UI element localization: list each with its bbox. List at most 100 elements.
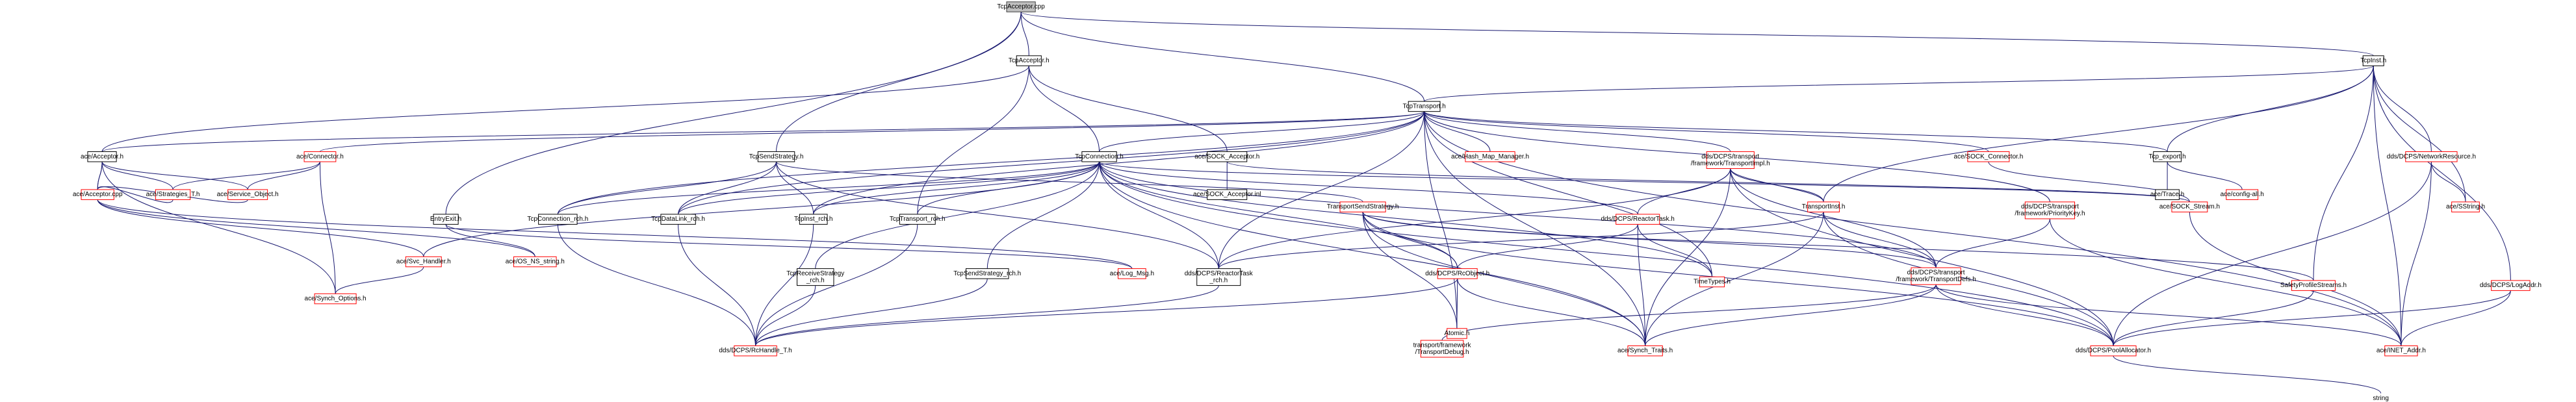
- node-ace-config-all-h[interactable]: ace/config-all.h: [2221, 189, 2264, 200]
- node-label: dds/DCPS/ReactorTask: [1185, 270, 1254, 277]
- node-ace-inet-addr-h[interactable]: ace/INET_Addr.h: [2376, 345, 2426, 357]
- edge-tcpsendstrategy_h-to-tcpinst_rch_h: [776, 162, 814, 214]
- node-ace-acceptor-cpp[interactable]: ace/Acceptor.cpp: [73, 189, 123, 200]
- edge-ace_acceptor_h-to-ace_synch_options_h: [101, 162, 336, 294]
- edge-tcpsendstrategy_h-to-tcpdatalink_rch_h: [678, 162, 777, 214]
- edge-tcpconnection_h-to-timetypes_h: [1099, 162, 1713, 277]
- edge-transportinst_h-to-ace_synch_traits_h: [1645, 212, 1824, 346]
- node-box: [1118, 268, 1146, 279]
- node-box: [1967, 151, 2010, 162]
- node-networkresource-h[interactable]: dds/DCPS/NetworkResource.h: [2387, 151, 2476, 162]
- node-ace-hash-map-manager-h[interactable]: ace/Hash_Map_Manager.h: [1451, 151, 1529, 162]
- node-rcobject-h[interactable]: dds/DCPS/RcObject.h: [1425, 268, 1489, 279]
- node-reactortask-rch-h[interactable]: dds/DCPS/ReactorTask_rch.h: [1185, 268, 1254, 286]
- node-ace-os-ns-string-h[interactable]: ace/OS_NS_string.h: [506, 256, 565, 268]
- node-tcptransport-h[interactable]: TcpTransport.h: [1402, 101, 1446, 112]
- edge-transportimpl_h-to-ace_synch_traits_h: [1645, 168, 1731, 346]
- node-label: TransportSendStrategy.h: [1327, 203, 1399, 210]
- node-rchandle-t-h[interactable]: dds/DCPS/RcHandle_T.h: [719, 345, 792, 357]
- node-transportsendstrategy-h[interactable]: TransportSendStrategy.h: [1327, 201, 1399, 212]
- node-label: ace/Synch_Options.h: [305, 295, 367, 303]
- node-ace-synch-options-h[interactable]: ace/Synch_Options.h: [305, 293, 367, 305]
- edge-tcptransport_h-to-ace_synch_traits_h: [1424, 111, 1646, 346]
- node-label: /framework/PriorityKey.h: [2015, 210, 2085, 218]
- node-ace-sock-connector-h[interactable]: ace/SOCK_Connector.h: [1954, 151, 2024, 162]
- node-tcpconnection-h[interactable]: TcpConnection.h: [1075, 151, 1124, 162]
- node-timetypes-h[interactable]: TimeTypes.h: [1694, 276, 1731, 288]
- node-tcpreceivestrategy-rch-h[interactable]: TcpReceiveStrategy_rch.h: [786, 268, 844, 286]
- node-ace-sstring-h[interactable]: ace/SString.h: [2446, 201, 2485, 212]
- edge-transportinst_h-to-transportimpl_h: [1730, 168, 1824, 203]
- edge-ace_acceptor_cpp-to-ace_log_msg_h: [97, 199, 1133, 269]
- node-box: [2226, 189, 2259, 200]
- node-box: [87, 151, 117, 162]
- node-pooallocator-h[interactable]: dds/DCPS/PoolAllocator.h: [2076, 345, 2151, 357]
- node-label: dds/DCPS/transport: [1907, 269, 1965, 276]
- node-tcpsendstrategy-rch-h[interactable]: TcpSendStrategy_rch.h: [953, 268, 1021, 279]
- edge-networkresource_h-to-ace_inet_addr_h: [2401, 162, 2432, 346]
- node-box: [757, 151, 795, 162]
- node-label: ace/Synch_Traits.h: [1617, 347, 1673, 355]
- node-tcpacceptor-h[interactable]: TcpAcceptor.h: [1009, 55, 1050, 66]
- node-tcpinst-h[interactable]: TcpInst.h: [2360, 55, 2386, 66]
- node-label: TimeTypes.h: [1694, 279, 1731, 286]
- node-ace-strategies-t-h[interactable]: ace/Strategies_T.h: [146, 189, 200, 200]
- edge-ace_svc_handler_h-to-ace_synch_options_h: [335, 266, 424, 294]
- node-box: [1807, 201, 1840, 212]
- node-tcptransport-rch-h[interactable]: TcpTransport_rch.h: [890, 214, 946, 225]
- edge-reactortask_h-to-ace_synch_traits_h: [1637, 224, 1646, 346]
- node-tcpdatalink-rch-h[interactable]: TcpDataLink_rch.h: [651, 214, 705, 225]
- node-tcpacceptor-cpp[interactable]: TcpAcceptor.cpp: [997, 1, 1045, 12]
- node-ace-acceptor-h[interactable]: ace/Acceptor.h: [81, 151, 123, 162]
- node-box: [538, 214, 578, 225]
- node-prioritykey-h[interactable]: dds/DCPS/transport/framework/PriorityKey…: [2015, 201, 2085, 220]
- node-string[interactable]: string: [2371, 394, 2390, 402]
- node-tcpconnection-rch-h[interactable]: TcpConnection_rch.h: [527, 214, 588, 225]
- edge-reactortask_h-to-timetypes_h: [1637, 224, 1713, 277]
- node-label: TcpInst_rch.h: [794, 216, 832, 223]
- node-tcpinst-rch-h[interactable]: TcpInst_rch.h: [794, 214, 832, 225]
- node-atomic-h[interactable]: Atomic.h: [1444, 328, 1469, 339]
- edge-tcptransport_h-to-tcpinst_rch_h: [813, 111, 1425, 214]
- node-ace-connector-h[interactable]: ace/Connector.h: [296, 151, 344, 162]
- edge-tcpconnection_h-to-transportdefs_h: [1099, 162, 1937, 268]
- edge-tcpacceptor_h-to-tcpconnection_h: [1028, 66, 1100, 152]
- node-box: [1081, 151, 1117, 162]
- node-tcp-export-h[interactable]: Tcp_export.h: [2148, 151, 2186, 162]
- node-label: ace/Trace.h: [2150, 191, 2184, 198]
- edge-transportimpl_h-to-reactortask_rch_h: [1218, 168, 1731, 269]
- node-ace-service-object-h[interactable]: ace/Service_Object.h: [217, 189, 279, 200]
- node-label: ace/Strategies_T.h: [146, 191, 200, 198]
- node-box: [2405, 151, 2458, 162]
- node-box: [513, 256, 557, 268]
- node-tcpsendstrategy-h[interactable]: TcpSendStrategy.h: [749, 151, 804, 162]
- node-transportdebug-h[interactable]: transport/framework/TransportDebug.h: [1413, 340, 1472, 358]
- edge-ace_acceptor_h-to-ace_strategies_t_h: [101, 161, 174, 190]
- node-box: [1006, 1, 1036, 12]
- node-transportimpl-h[interactable]: dds/DCPS/transport/framework/TransportIm…: [1691, 151, 1770, 170]
- edge-tcpconnection_h-to-ace_svc_handler_h: [423, 162, 1100, 257]
- node-safetyprofilestreams-h[interactable]: SafetyProfileStreams.h: [2280, 280, 2347, 291]
- node-box: [966, 268, 1009, 279]
- node-ace-sock-acceptor-h[interactable]: ace/SOCK_Acceptor.h: [1194, 151, 1259, 162]
- edge-tcpinst_h-to-logaddr_h: [2373, 66, 2511, 281]
- edge-tcpinst_h-to-tcp_export_h: [2167, 66, 2374, 152]
- node-entryexit-h[interactable]: EntryExit.h: [430, 214, 461, 225]
- node-reactortask-h[interactable]: dds/DCPS/ReactorTask.h: [1601, 214, 1675, 225]
- node-ace-sock-stream-h[interactable]: ace/SOCK_Stream.h: [2159, 201, 2220, 212]
- edge-tcpacceptor_cpp-to-tcpinst_h: [1020, 11, 2374, 57]
- node-ace-sock-acceptor-inl[interactable]: ace/SOCK_Acceptor.inl: [1193, 189, 1261, 200]
- node-ace-log-msg-h[interactable]: ace/Log_Msg.h: [1110, 268, 1154, 279]
- edge-tcpsendstrategy_rch_h-to-rchandle_t_h: [755, 279, 988, 346]
- node-ace-svc-handler-h[interactable]: ace/Svc_Handler.h: [396, 256, 451, 268]
- node-ace-synch-traits-h[interactable]: ace/Synch_Traits.h: [1617, 345, 1673, 357]
- node-label: /TransportDebug.h: [1415, 349, 1469, 356]
- node-logaddr-h[interactable]: dds/DCPS/LogAddr.h: [2480, 280, 2542, 291]
- node-ace-trace-h[interactable]: ace/Trace.h: [2150, 189, 2184, 200]
- edge-ace_connector_h-to-ace_service_object_h: [247, 161, 320, 190]
- node-transportdefs-h[interactable]: dds/DCPS/transport/framework/TransportDe…: [1896, 267, 1976, 285]
- edge-transportsendstrategy_h-to-rcobject_h: [1362, 212, 1458, 269]
- node-transportinst-h[interactable]: TransportInst.h: [1802, 201, 1846, 212]
- edge-tcpacceptor_cpp-to-tcptransport_h: [1020, 12, 1425, 102]
- node-box: [2155, 189, 2180, 200]
